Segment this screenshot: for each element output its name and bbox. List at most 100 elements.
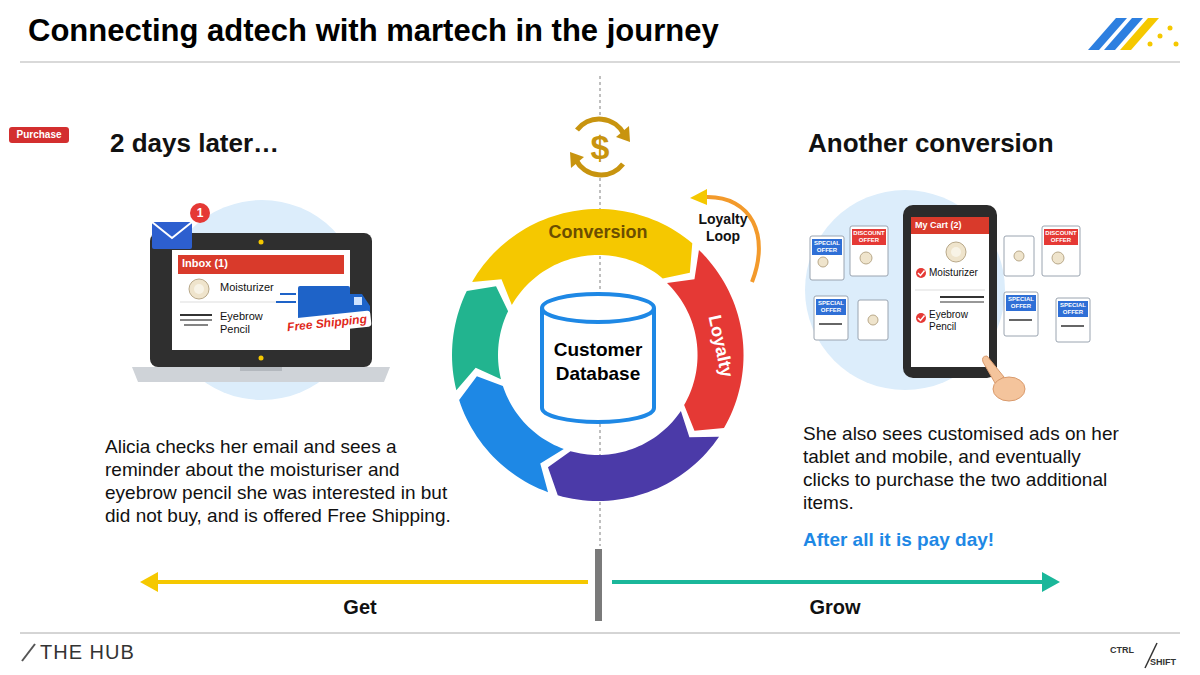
phone-illustration-part [903, 205, 997, 378]
delivery-truck-part [354, 297, 362, 305]
loyalty-stage: Loyalty [665, 248, 746, 433]
item-name: Moisturizer [929, 267, 987, 279]
brand-logo-part [1158, 34, 1163, 39]
laptop-illustration-part [259, 240, 264, 245]
offer-cards-part [1056, 298, 1090, 342]
offer-banner: SPECIAL OFFER [812, 239, 842, 255]
get-grow-arrows-part [140, 572, 158, 592]
get-grow-arrows-part [156, 580, 588, 584]
phone-illustration-part [915, 290, 985, 291]
laptop-illustration-part [259, 356, 264, 361]
offer-banner: SPECIAL OFFER [1006, 295, 1036, 311]
phone-illustration-part [805, 190, 1005, 390]
get-grow-arrows-part [612, 580, 1044, 584]
brand-name: SHIFT [1150, 657, 1194, 668]
stage-label: Conversion [536, 221, 660, 243]
laptop-illustration [132, 200, 390, 400]
laptop-illustration-part [132, 367, 390, 382]
laptop-illustration-part [180, 314, 212, 316]
cylinder-top [542, 294, 654, 322]
laptop-illustration-part [194, 284, 204, 294]
button-label: Purchase [9, 127, 69, 143]
section-heading: 2 days later… [110, 128, 390, 159]
offer-cards-part [1042, 226, 1080, 276]
item-name: Moisturizer [220, 281, 288, 294]
brand-logo-part [1174, 42, 1179, 47]
laptop-illustration-part [240, 367, 282, 371]
brand-logo-part [1120, 18, 1159, 50]
phase-label: Get [320, 595, 400, 619]
footer-part [20, 633, 1180, 634]
offer-cards-part [818, 257, 828, 267]
offer-cards-part [819, 323, 842, 325]
phone-illustration-part [940, 296, 984, 298]
offer-banner: DISCOUNT OFFER [1044, 229, 1078, 245]
delivery-truck-part [280, 293, 296, 295]
pointing-hand-part [993, 377, 1025, 401]
laptop-illustration-part [172, 250, 350, 350]
get-grow-arrows [140, 549, 1060, 621]
purchase-button: Purchase [9, 127, 69, 143]
offer-cards-part [858, 300, 888, 340]
get-grow-arrows-part [1042, 572, 1060, 592]
dollar-cycle-icon-part [569, 116, 631, 178]
get-grow-arrows-part [595, 549, 602, 621]
offer-cards-part [1004, 236, 1034, 276]
brand-name: THE HUB [40, 640, 200, 664]
item-name: Eyebrow Pencil [220, 310, 276, 336]
envelope-icon-part [190, 203, 210, 223]
brand-logo-part [1148, 42, 1153, 47]
story-text: She also sees customised ads on her tabl… [803, 422, 1121, 514]
brand-name: CTRL [1110, 645, 1146, 656]
dollar-cycle-icon-part [570, 152, 584, 168]
offer-cards [810, 226, 1090, 342]
offer-cards-part [1052, 252, 1064, 264]
offer-cards-part [1009, 319, 1032, 321]
cylinder-body [542, 308, 654, 422]
offer-cards-part [1004, 292, 1038, 336]
offer-banner: SPECIAL OFFER [1058, 301, 1088, 317]
item-name: Eyebrow Pencil [929, 309, 987, 333]
cart-screen: My Cart (2)MoisturizerEyebrow PencilPurc… [911, 217, 989, 367]
story-text: Alicia checks her email and sees a remin… [105, 435, 453, 527]
envelope-icon [152, 203, 210, 249]
offer-cards-part [1061, 325, 1084, 327]
highlight-note: After all it is pay day! [803, 528, 1123, 551]
title-rule-part [20, 61, 1180, 63]
loop-label: Loyalty Loop [692, 211, 754, 245]
brand-logo [1088, 18, 1179, 50]
offer-cards-part [814, 296, 848, 340]
phone-illustration-part [940, 301, 984, 302]
offer-cards-part [1014, 251, 1024, 261]
lifecycle-ring [452, 286, 719, 501]
ring-segment-shape [665, 248, 746, 433]
phone-illustration-part [911, 217, 989, 367]
offer-cards-part [810, 236, 844, 280]
offer-cards-part [860, 252, 872, 264]
laptop-illustration-part [180, 302, 282, 303]
database-label: Customer Database [541, 338, 655, 386]
envelope-icon-part [152, 222, 192, 249]
brand-logo-part [1168, 26, 1173, 31]
phone-illustration-part [916, 268, 926, 278]
currency-symbol: $ [580, 125, 620, 169]
offer-cards-part [868, 315, 878, 325]
laptop-illustration-part [180, 319, 212, 320]
phone-illustration-part [918, 271, 925, 276]
phone-illustration [805, 190, 1005, 390]
phone-illustration-part [918, 316, 925, 321]
conversion-stage: Conversion [470, 207, 694, 307]
loyalty-loop-arrow-part [690, 189, 707, 205]
phone-illustration-part [911, 217, 989, 234]
offer-cards-part [850, 226, 888, 276]
ring-segment [667, 250, 744, 431]
pointing-hand [983, 356, 1026, 401]
footer-part [22, 644, 35, 661]
ring-segment [472, 209, 692, 305]
phase-label: Grow [795, 595, 875, 619]
offer-banner: SPECIAL OFFER [816, 299, 846, 315]
laptop-illustration-part [184, 324, 208, 325]
section-heading: Another conversion [808, 128, 1128, 159]
envelope-icon-part [152, 222, 192, 238]
